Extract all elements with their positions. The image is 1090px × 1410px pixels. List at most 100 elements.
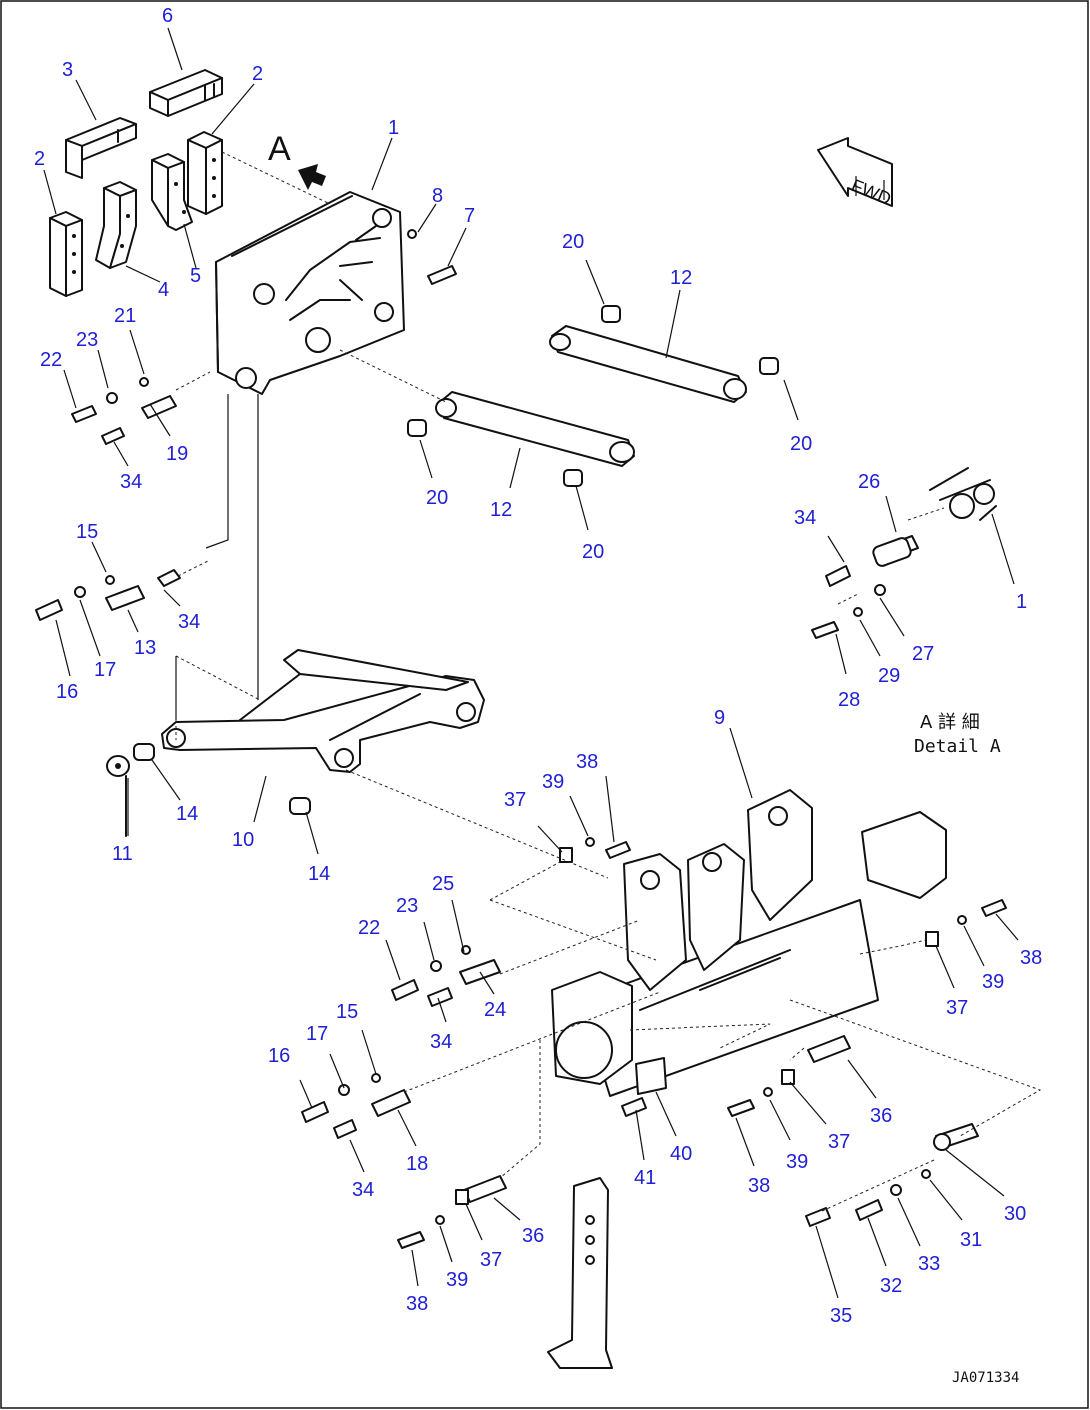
callout-34: 34 bbox=[178, 611, 200, 633]
callout-39: 39 bbox=[446, 1269, 468, 1291]
plate-part-40 bbox=[635, 1057, 667, 1095]
block-part-3 bbox=[65, 117, 137, 179]
callout-6: 6 bbox=[162, 5, 173, 27]
callout-33: 33 bbox=[918, 1253, 940, 1275]
block-part-4 bbox=[95, 181, 137, 269]
callout-20: 20 bbox=[426, 487, 448, 509]
solid-leader-lines bbox=[175, 394, 259, 720]
bolts-part-7-8 bbox=[407, 229, 457, 285]
callout-31: 31 bbox=[960, 1229, 982, 1251]
callout-41: 41 bbox=[634, 1167, 656, 1189]
callout-14: 14 bbox=[308, 863, 330, 885]
callout-34: 34 bbox=[352, 1179, 374, 1201]
callout-37: 37 bbox=[480, 1249, 502, 1271]
pin-part-19 bbox=[71, 377, 177, 445]
callout-28: 28 bbox=[838, 689, 860, 711]
callout-12: 12 bbox=[490, 499, 512, 521]
callout-7: 7 bbox=[464, 205, 475, 227]
callout-2: 2 bbox=[34, 148, 45, 170]
callout-18: 18 bbox=[406, 1153, 428, 1175]
ripper-shank bbox=[547, 1177, 613, 1369]
callout-2: 2 bbox=[252, 63, 263, 85]
washer-part-11 bbox=[106, 755, 130, 837]
callout-24: 24 bbox=[484, 999, 506, 1021]
callout-27: 27 bbox=[912, 643, 934, 665]
callout-1: 1 bbox=[388, 117, 399, 139]
fwd-arrow-icon bbox=[817, 137, 893, 207]
callout-17: 17 bbox=[94, 659, 116, 681]
view-a-label: A bbox=[268, 130, 291, 168]
callout-35: 35 bbox=[830, 1305, 852, 1327]
block-part-2-right bbox=[187, 131, 223, 215]
callout-32: 32 bbox=[880, 1275, 902, 1297]
pin-part-13 bbox=[35, 569, 181, 621]
callout-4: 4 bbox=[158, 279, 169, 301]
block-part-5 bbox=[151, 153, 193, 231]
callout-17: 17 bbox=[306, 1023, 328, 1045]
callout-15: 15 bbox=[76, 521, 98, 543]
callout-38: 38 bbox=[748, 1175, 770, 1197]
callout-38: 38 bbox=[1020, 947, 1042, 969]
pin-part-36 bbox=[463, 1035, 851, 1203]
callout-16: 16 bbox=[268, 1045, 290, 1067]
callout-20: 20 bbox=[582, 541, 604, 563]
callout-5: 5 bbox=[190, 265, 201, 287]
callout-1: 1 bbox=[1016, 591, 1027, 613]
bolts-part-37-38-39 bbox=[397, 837, 1007, 1249]
callout-37: 37 bbox=[946, 997, 968, 1019]
drawing-code: JA071334 bbox=[952, 1370, 1019, 1386]
detail-a-caption-jp: A 詳 細 bbox=[920, 712, 980, 733]
block-part-2-left bbox=[49, 211, 83, 297]
bushing-part-20 bbox=[407, 305, 779, 487]
detail-a-assembly bbox=[811, 467, 997, 639]
callout-11: 11 bbox=[112, 843, 133, 865]
callout-26: 26 bbox=[858, 471, 880, 493]
callout-16: 16 bbox=[56, 681, 78, 703]
callout-34: 34 bbox=[794, 507, 816, 529]
link-part-12-upper bbox=[549, 325, 747, 403]
callout-37: 37 bbox=[504, 789, 526, 811]
callout-19: 19 bbox=[166, 443, 188, 465]
callout-40: 40 bbox=[670, 1143, 692, 1165]
callout-38: 38 bbox=[576, 751, 598, 773]
callout-10: 10 bbox=[232, 829, 254, 851]
callout-8: 8 bbox=[432, 185, 443, 207]
callout-30: 30 bbox=[1004, 1203, 1026, 1225]
callout-38: 38 bbox=[406, 1293, 428, 1315]
callout-25: 25 bbox=[432, 873, 454, 895]
pin-part-30 bbox=[805, 1123, 979, 1227]
callout-39: 39 bbox=[542, 771, 564, 793]
view-a-arrow bbox=[298, 164, 326, 190]
callout-34: 34 bbox=[120, 471, 142, 493]
callout-36: 36 bbox=[522, 1225, 544, 1247]
callout-leaders bbox=[43, 27, 1019, 1299]
block-part-6 bbox=[149, 69, 223, 117]
pin-part-18 bbox=[301, 1073, 411, 1139]
bushing-part-14 bbox=[133, 743, 311, 815]
callout-36: 36 bbox=[870, 1105, 892, 1127]
callout-14: 14 bbox=[176, 803, 198, 825]
callout-23: 23 bbox=[76, 329, 98, 351]
detail-a-caption-en: Detail A bbox=[914, 736, 1001, 757]
callout-39: 39 bbox=[982, 971, 1004, 993]
frame-part-10 bbox=[161, 649, 485, 773]
callout-34: 34 bbox=[430, 1031, 452, 1053]
bolt-part-41 bbox=[621, 1097, 647, 1117]
callout-37: 37 bbox=[828, 1131, 850, 1153]
callout-21: 21 bbox=[114, 305, 136, 327]
callout-3: 3 bbox=[62, 59, 73, 81]
callout-9: 9 bbox=[714, 707, 725, 729]
link-part-12-lower bbox=[435, 391, 635, 467]
assembly-lines bbox=[175, 151, 1042, 1213]
callout-23: 23 bbox=[396, 895, 418, 917]
callout-29: 29 bbox=[878, 665, 900, 687]
callout-labels: 1 1 2 2 3 4 5 6 7 8 9 10 11 12 12 13 14 … bbox=[34, 5, 1042, 1327]
callout-22: 22 bbox=[40, 349, 62, 371]
callout-12: 12 bbox=[670, 267, 692, 289]
callout-13: 13 bbox=[134, 637, 156, 659]
pin-part-24 bbox=[391, 945, 501, 1007]
callout-20: 20 bbox=[790, 433, 812, 455]
callout-15: 15 bbox=[336, 1001, 358, 1023]
